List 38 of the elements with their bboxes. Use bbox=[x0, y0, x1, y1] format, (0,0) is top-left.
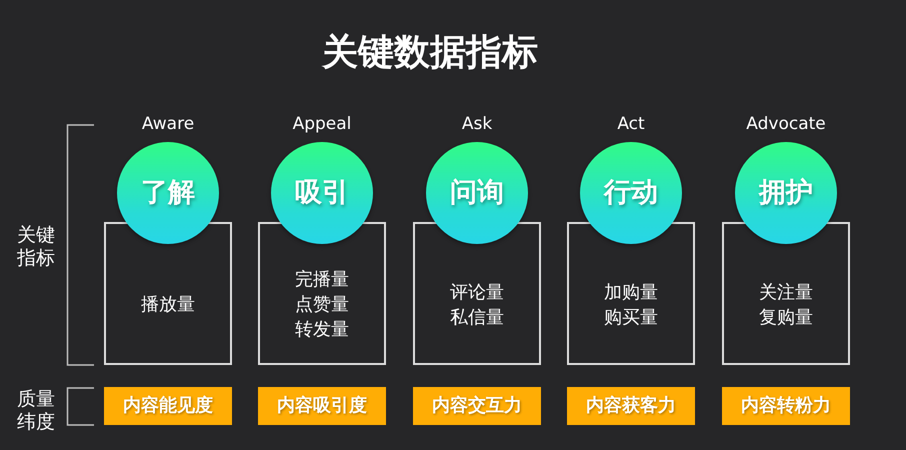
title: 关键数据指标 bbox=[322, 31, 538, 75]
stage-name: 了解 bbox=[141, 176, 195, 210]
metrics-box bbox=[413, 222, 541, 365]
stage-heading: Advocate bbox=[746, 113, 826, 135]
metric-text: 私信量 bbox=[450, 306, 504, 330]
dimension-text: 内容吸引度 bbox=[277, 394, 367, 418]
dimension-text: 内容能见度 bbox=[123, 394, 213, 418]
stage-heading: Aware bbox=[142, 113, 194, 135]
metric-text: 复购量 bbox=[759, 306, 813, 330]
row-label: 质量纬度 bbox=[17, 388, 56, 434]
stage-heading: Ask bbox=[462, 113, 492, 135]
stage-name: 拥护 bbox=[759, 176, 813, 210]
stage-heading: Act bbox=[617, 113, 645, 135]
stage-heading: Appeal bbox=[292, 113, 352, 135]
metric-text: 完播量 bbox=[295, 268, 349, 292]
dimension-bar bbox=[722, 387, 850, 425]
dimension-text: 内容交互力 bbox=[432, 394, 522, 418]
metrics-box bbox=[258, 222, 386, 365]
stage-name: 问询 bbox=[450, 176, 504, 210]
metric-text: 播放量 bbox=[141, 293, 195, 317]
row-label: 关键指标 bbox=[17, 224, 56, 270]
metric-text: 转发量 bbox=[295, 318, 349, 342]
metrics-box bbox=[104, 222, 232, 365]
metrics-box bbox=[567, 222, 695, 365]
stage-name: 行动 bbox=[604, 176, 658, 210]
metric-text: 加购量 bbox=[604, 280, 658, 304]
dimension-bar bbox=[258, 387, 386, 425]
stage-name: 吸引 bbox=[295, 176, 349, 210]
dimension-text: 内容获客力 bbox=[586, 394, 676, 418]
dimension-bar bbox=[413, 387, 541, 425]
dimension-bar bbox=[567, 387, 695, 425]
dimension-text: 内容转粉力 bbox=[741, 394, 831, 418]
dimension-bar bbox=[104, 387, 232, 425]
metric-text: 购买量 bbox=[604, 306, 658, 330]
metrics-box bbox=[722, 222, 850, 365]
metric-text: 评论量 bbox=[450, 280, 504, 304]
metric-text: 关注量 bbox=[759, 280, 813, 304]
metric-text: 点赞量 bbox=[295, 293, 349, 317]
